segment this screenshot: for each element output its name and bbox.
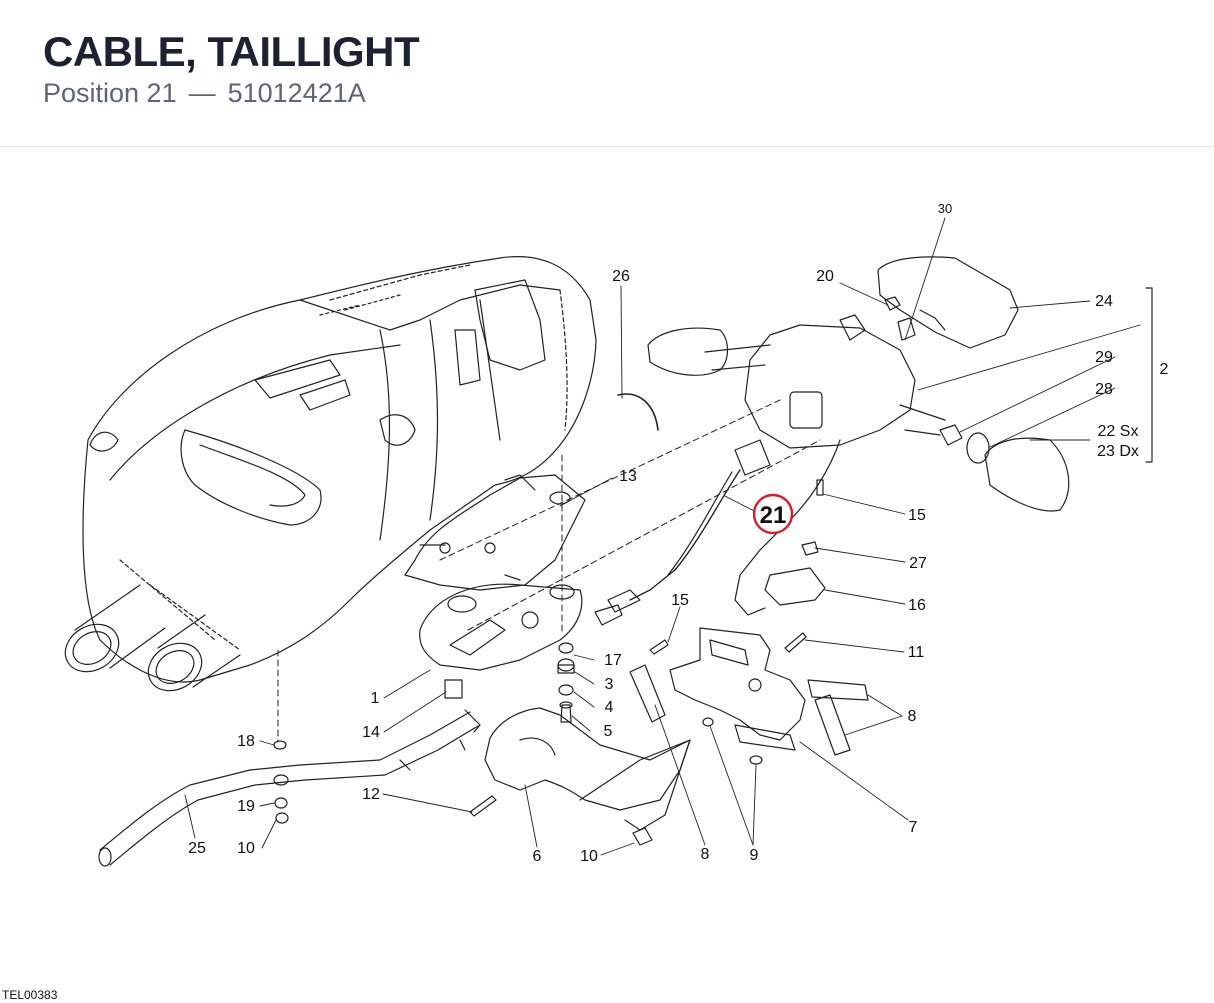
callout-2[interactable]: 2 [1160, 361, 1169, 378]
callout-25[interactable]: 25 [188, 840, 206, 857]
callout-19[interactable]: 19 [237, 798, 255, 815]
group-bracket-2 [1145, 287, 1153, 463]
callout-1[interactable]: 1 [371, 690, 380, 707]
taillight-housing-drawing [647, 256, 1070, 512]
callout-12[interactable]: 12 [362, 786, 380, 803]
page-title: CABLE, TAILLIGHT [43, 28, 420, 75]
tube-25-drawing [98, 709, 481, 867]
callout-labels: 30 26 20 24 29 2 28 22 Sx 23 Dx 13 15 27… [188, 201, 1168, 865]
subtitle-separator: — [188, 78, 216, 108]
highlight-circle-21 [752, 493, 794, 535]
position-label: Position 21 [43, 78, 177, 108]
callout-10-right[interactable]: 10 [580, 848, 598, 865]
bracket-13-drawing [404, 474, 586, 591]
callout-27[interactable]: 27 [909, 555, 927, 572]
callout-3[interactable]: 3 [605, 676, 614, 693]
callout-29[interactable]: 29 [1095, 349, 1113, 366]
assembly-axes [277, 399, 821, 743]
plate-holder-7-drawing [669, 627, 806, 751]
callout-28[interactable]: 28 [1095, 381, 1113, 398]
small-hardware-drawing [273, 393, 826, 846]
callout-8-right[interactable]: 8 [908, 708, 917, 725]
reflector-8a-drawing [629, 664, 666, 723]
part-number: 51012421A [227, 78, 366, 108]
callout-18[interactable]: 18 [237, 733, 255, 750]
callout-5[interactable]: 5 [604, 723, 613, 740]
callout-15-lower[interactable]: 15 [671, 592, 689, 609]
callout-30[interactable]: 30 [938, 201, 952, 216]
callout-14[interactable]: 14 [362, 724, 380, 741]
callout-20[interactable]: 20 [816, 268, 834, 285]
reflector-8b-drawing [807, 679, 869, 756]
bracket-6-drawing [484, 707, 691, 831]
tail-tank-drawing [64, 256, 597, 692]
callout-11[interactable]: 11 [908, 644, 925, 661]
callout-13[interactable]: 13 [619, 468, 637, 485]
plate-1-drawing [419, 583, 583, 671]
callout-21[interactable]: 21 [760, 502, 787, 529]
callout-16[interactable]: 16 [908, 597, 926, 614]
callout-23-dx[interactable]: 23 Dx [1097, 443, 1139, 460]
leader-lines [184, 217, 1141, 856]
callout-26[interactable]: 26 [612, 268, 630, 285]
callout-4[interactable]: 4 [605, 699, 614, 716]
callout-8-bottom[interactable]: 8 [701, 846, 710, 863]
cable-21-drawing [594, 439, 841, 626]
page-header: CABLE, TAILLIGHT Position 21 — 51012421A [0, 0, 1214, 147]
callout-10-left[interactable]: 10 [237, 840, 255, 857]
page-subtitle: Position 21 — 51012421A [43, 77, 366, 109]
callout-24[interactable]: 24 [1095, 293, 1113, 310]
callout-15-upper[interactable]: 15 [908, 507, 926, 524]
callout-22-sx[interactable]: 22 Sx [1098, 423, 1139, 440]
fastener-stack-drawing [444, 642, 575, 723]
callout-7[interactable]: 7 [909, 819, 918, 836]
callout-6[interactable]: 6 [533, 848, 542, 865]
callout-9[interactable]: 9 [750, 847, 759, 864]
callout-17[interactable]: 17 [604, 652, 622, 669]
drawing-code: TEL00383 [2, 988, 58, 1002]
